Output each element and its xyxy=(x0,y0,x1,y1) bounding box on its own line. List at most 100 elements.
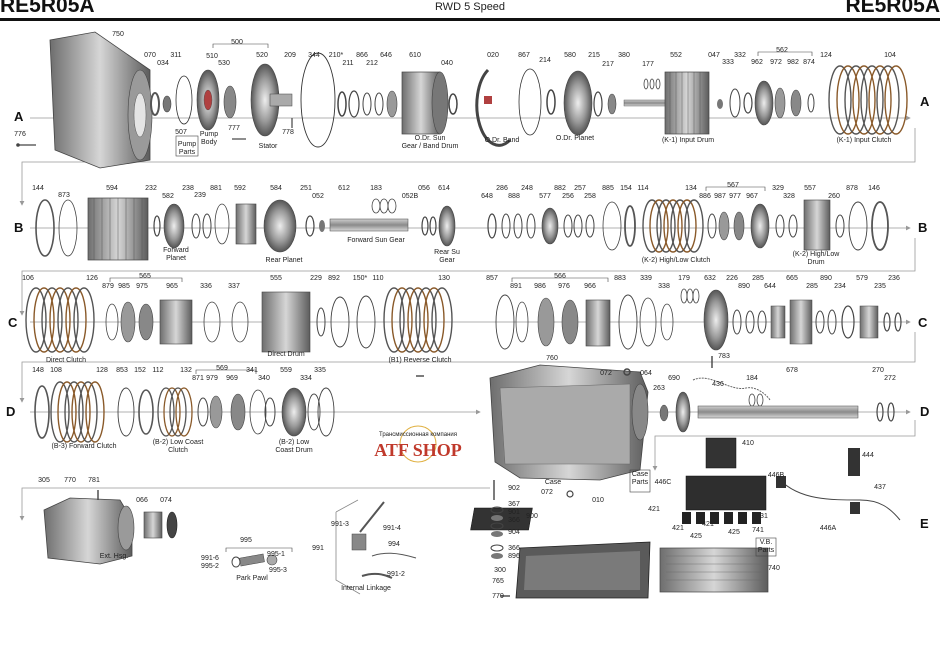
part-callout-337: 337 xyxy=(228,283,240,290)
part-callout-285a: 285 xyxy=(752,275,764,282)
part-callout-066: 066 xyxy=(136,497,148,504)
b1-reverse-clutch-pack xyxy=(383,287,453,353)
part-callout-886: 886 xyxy=(699,193,711,200)
part-callout-879: 879 xyxy=(102,283,114,290)
part-callout-421b: 421 xyxy=(672,525,684,532)
direct-clutch-pack xyxy=(25,287,95,353)
part-callout-238: 238 xyxy=(182,185,194,192)
row-label-c-left: C xyxy=(8,315,18,330)
part-callout-226: 226 xyxy=(726,275,738,282)
harness-446c xyxy=(685,475,767,511)
part-callout-975: 975 xyxy=(136,283,148,290)
part-callout-874: 874 xyxy=(803,59,815,66)
part-callout-236: 236 xyxy=(888,275,900,282)
part-callout-179: 179 xyxy=(678,275,690,282)
part-callout-446a: 446A xyxy=(820,525,837,532)
part-callout-446b: 446B xyxy=(768,472,785,479)
transmission-case xyxy=(489,364,895,493)
part-callout-339: 339 xyxy=(640,275,652,282)
part-callout-286: 286 xyxy=(496,185,508,192)
part-callout-215: 215 xyxy=(588,52,600,59)
part-callout-985: 985 xyxy=(118,283,130,290)
part-callout-995: 995 xyxy=(240,537,252,544)
bell-housing xyxy=(49,31,151,169)
part-callout-871: 871 xyxy=(192,375,204,382)
part-callout-967: 967 xyxy=(746,193,758,200)
part-callout-614: 614 xyxy=(438,185,450,192)
part-callout-134: 134 xyxy=(685,185,697,192)
part-callout-305: 305 xyxy=(38,477,50,484)
part-callout-991-3: 991-3 xyxy=(331,521,349,528)
part-callout-873: 873 xyxy=(58,192,70,199)
label-k1-clutch: (K-1) Input Clutch xyxy=(837,137,892,144)
part-callout-328: 328 xyxy=(783,193,795,200)
part-callout-770: 770 xyxy=(64,477,76,484)
row-d-parts xyxy=(34,369,424,443)
part-callout-500: 500 xyxy=(231,39,243,46)
part-callout-366a: 366 xyxy=(508,517,520,524)
part-callout-367: 367 xyxy=(508,501,520,508)
part-callout-340: 340 xyxy=(258,375,270,382)
part-callout-979: 979 xyxy=(206,375,218,382)
bushing-034 xyxy=(162,95,172,113)
row-label-b-right: B xyxy=(918,220,927,235)
forward-planet xyxy=(163,203,185,249)
oring-311 xyxy=(175,75,193,125)
part-callout-648: 648 xyxy=(481,193,493,200)
part-callout-890a: 890 xyxy=(738,283,750,290)
part-callout-991-6: 991-6 xyxy=(201,555,219,562)
svg-text:Трансмиссионная компания: Трансмиссионная компания xyxy=(379,432,457,438)
part-callout-437: 437 xyxy=(874,484,886,491)
part-callout-991-4: 991-4 xyxy=(383,525,401,532)
part-callout-987: 987 xyxy=(714,193,726,200)
part-callout-904: 904 xyxy=(508,529,520,536)
part-callout-507: 507 xyxy=(175,129,187,136)
part-callout-234: 234 xyxy=(834,283,846,290)
part-callout-272: 272 xyxy=(884,375,896,382)
b2-low-coast-clutch-pack xyxy=(157,387,193,437)
part-callout-209: 209 xyxy=(284,52,296,59)
part-callout-144: 144 xyxy=(32,185,44,192)
part-callout-444: 444 xyxy=(862,452,874,459)
part-callout-994: 994 xyxy=(388,541,400,548)
row-label-d-left: D xyxy=(6,404,15,419)
part-callout-995-1: 995-1 xyxy=(267,551,285,558)
part-callout-431: 431 xyxy=(756,513,768,520)
label-internal-linkage: Internal Linkage xyxy=(341,585,391,592)
part-callout-258: 258 xyxy=(584,193,596,200)
part-callout-969: 969 xyxy=(226,375,238,382)
part-callout-779: 779 xyxy=(492,593,504,600)
part-callout-986: 986 xyxy=(534,283,546,290)
part-callout-885: 885 xyxy=(602,185,614,192)
k1-input-clutch-pack xyxy=(828,65,908,135)
part-callout-520: 520 xyxy=(256,52,268,59)
part-callout-106: 106 xyxy=(22,275,34,282)
part-callout-034: 034 xyxy=(157,60,169,67)
label-odr-planet: O.Dr. Planet xyxy=(556,135,594,142)
part-callout-425b: 425 xyxy=(728,529,740,536)
part-callout-777: 777 xyxy=(228,125,240,132)
row-a-parts xyxy=(16,31,908,169)
part-callout-776: 776 xyxy=(14,131,26,138)
part-callout-896: 896 xyxy=(508,553,520,560)
row-c-parts xyxy=(25,277,902,368)
rear-planet xyxy=(263,199,297,253)
part-callout-612: 612 xyxy=(338,185,350,192)
part-callout-074: 074 xyxy=(160,497,172,504)
part-callout-132: 132 xyxy=(180,367,192,374)
part-callout-552: 552 xyxy=(670,52,682,59)
diagram-header: RE5R05A RWD 5 Speed RE5R05A xyxy=(0,0,940,21)
part-callout-126: 126 xyxy=(86,275,98,282)
part-callout-878: 878 xyxy=(846,185,858,192)
part-callout-183: 183 xyxy=(370,185,382,192)
part-callout-565: 565 xyxy=(139,273,151,280)
part-callout-446c: 446C xyxy=(655,479,672,486)
extension-housing-area xyxy=(43,490,417,595)
part-callout-329: 329 xyxy=(772,185,784,192)
part-callout-888: 888 xyxy=(508,193,520,200)
part-callout-562: 562 xyxy=(776,47,788,54)
